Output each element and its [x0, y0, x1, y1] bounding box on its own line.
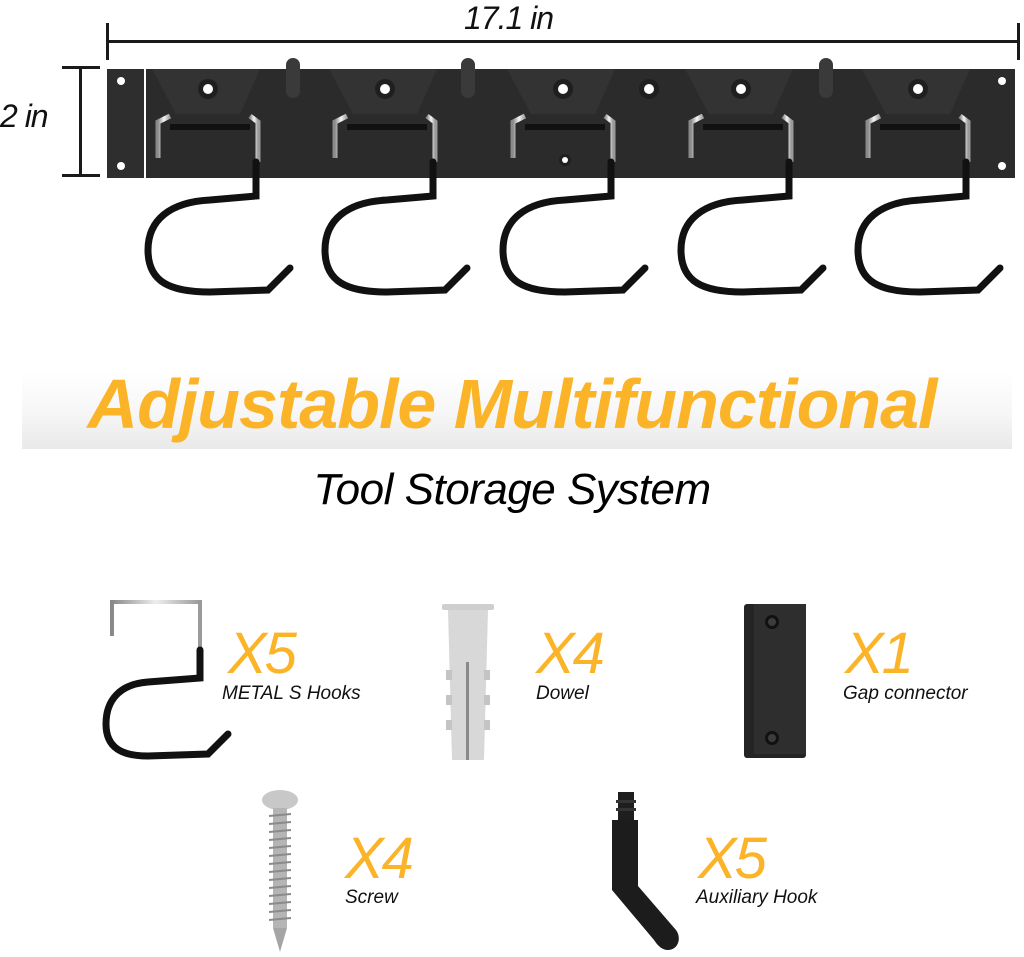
label-screw: Screw [345, 887, 398, 908]
dimension-tick-right [1017, 23, 1020, 60]
label-auxiliary-hook: Auxiliary Hook [696, 887, 818, 908]
rail-peg [286, 58, 833, 98]
dimension-line-horizontal [107, 40, 1019, 43]
tool-rail-image [107, 58, 1015, 296]
gap-connector-icon [744, 604, 806, 758]
auxiliary-hook-icon [612, 792, 679, 950]
dimension-line-vertical [79, 67, 82, 176]
dimension-tick-bottom [62, 174, 100, 177]
hook-module [677, 69, 827, 296]
quantity-s-hooks: X5 [228, 621, 297, 686]
label-dowel: Dowel [536, 683, 589, 704]
quantity-dowel: X4 [536, 621, 605, 686]
label-gap-connector: Gap connector [843, 683, 968, 704]
headline-background [22, 372, 1012, 449]
headline-subtitle: Tool Storage System [313, 465, 711, 514]
headline-title: Adjustable Multifunctional [87, 365, 938, 443]
quantity-screw: X4 [345, 826, 414, 891]
wall-anchor-icon [442, 604, 494, 760]
hook-module [144, 69, 294, 296]
quantity-auxiliary-hook: X5 [698, 826, 767, 891]
rail-end-plate-left [107, 69, 144, 178]
height-label: 2 in [0, 98, 49, 134]
label-s-hooks: METAL S Hooks [222, 683, 361, 704]
hook-module [499, 69, 649, 296]
width-label: 17.1 in [464, 0, 554, 36]
hook-module [854, 69, 1004, 296]
hook-module [321, 69, 471, 296]
quantity-gap-connector: X1 [845, 621, 914, 686]
screw-icon [262, 790, 298, 952]
s-hook-icon [102, 600, 232, 760]
